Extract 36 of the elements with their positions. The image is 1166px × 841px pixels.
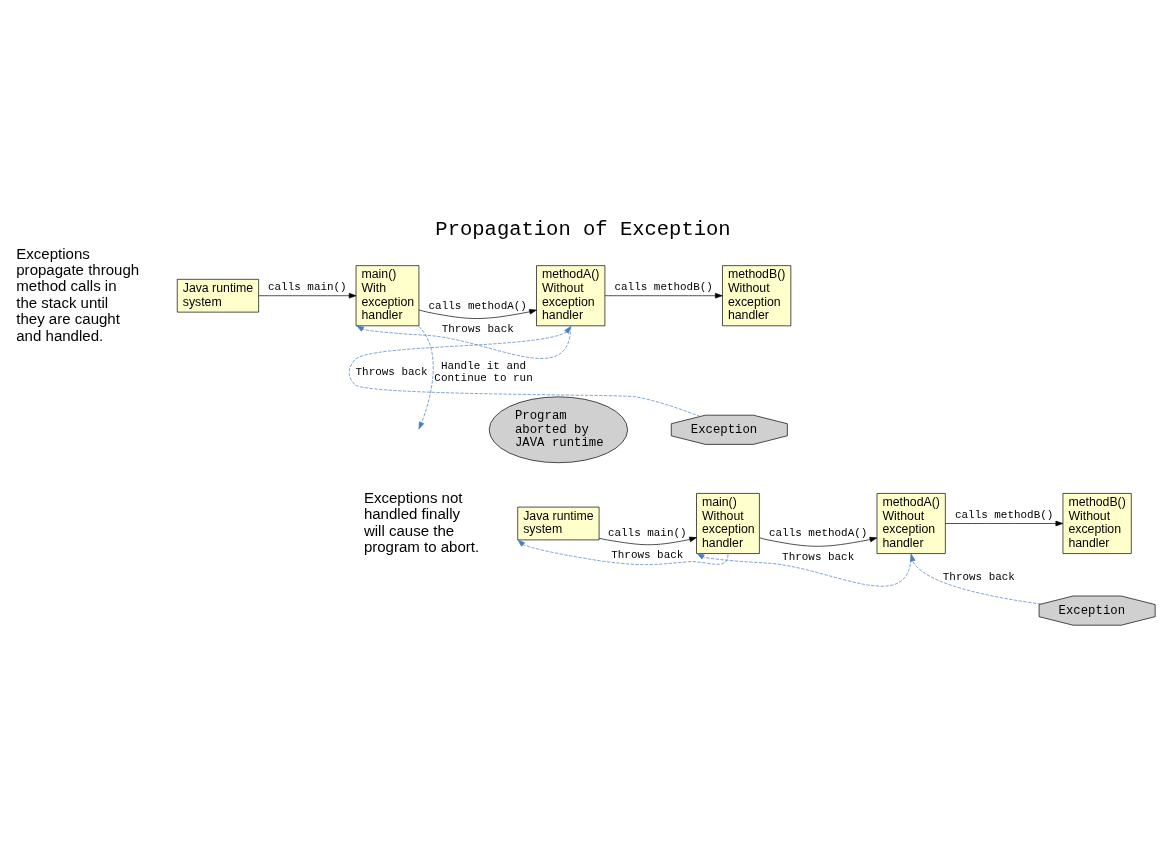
arrow xyxy=(696,553,912,587)
arrow xyxy=(348,326,701,417)
node-box: Java runtime system xyxy=(517,506,600,541)
node-box: methodB() Without exception handler xyxy=(722,265,792,327)
edge-label: calls methodB() xyxy=(614,281,713,294)
arrow xyxy=(418,326,434,430)
label: Exceptions propagate through method calls in the stack until they are caught and handled. xyxy=(16,244,140,344)
arrow xyxy=(910,553,1042,605)
node-box: Java runtime system xyxy=(176,278,259,313)
node-box: methodB() Without exception handler xyxy=(1062,493,1132,554)
arrow xyxy=(604,293,723,299)
arrow xyxy=(598,536,697,546)
edge-label: calls main() xyxy=(607,527,687,540)
edge-label: calls methodB() xyxy=(954,508,1054,521)
edge-label: Handle it and Continue to run xyxy=(434,359,533,385)
label: Exceptions not handled finally will cause the program to abort. xyxy=(363,488,480,555)
arrow xyxy=(945,520,1064,527)
edge-label: Throws back xyxy=(441,322,514,335)
diagram-title: Propagation of Exception xyxy=(435,217,731,241)
arrow xyxy=(356,325,572,359)
node-box: main() Without exception handler xyxy=(696,493,760,554)
edge-label: calls methodA() xyxy=(769,527,868,540)
arrow xyxy=(418,309,537,319)
arrow xyxy=(759,536,878,547)
node-box: main() With exception handler xyxy=(355,265,420,327)
edge-label: Throws back xyxy=(355,365,428,378)
node-ellipse: Program aborted by JAVA runtime xyxy=(488,396,628,464)
node-box: methodA() Without exception handler xyxy=(876,493,946,554)
edge-label: Throws back xyxy=(782,550,855,563)
edge-label: Throws back xyxy=(942,571,1015,584)
edge-label: calls methodA() xyxy=(428,299,527,312)
arrow xyxy=(517,539,729,565)
arrow xyxy=(258,293,357,299)
edge-label: Throws back xyxy=(611,549,684,562)
edge-label: calls main() xyxy=(268,281,347,294)
node-box: methodA() Without exception handler xyxy=(536,265,606,327)
